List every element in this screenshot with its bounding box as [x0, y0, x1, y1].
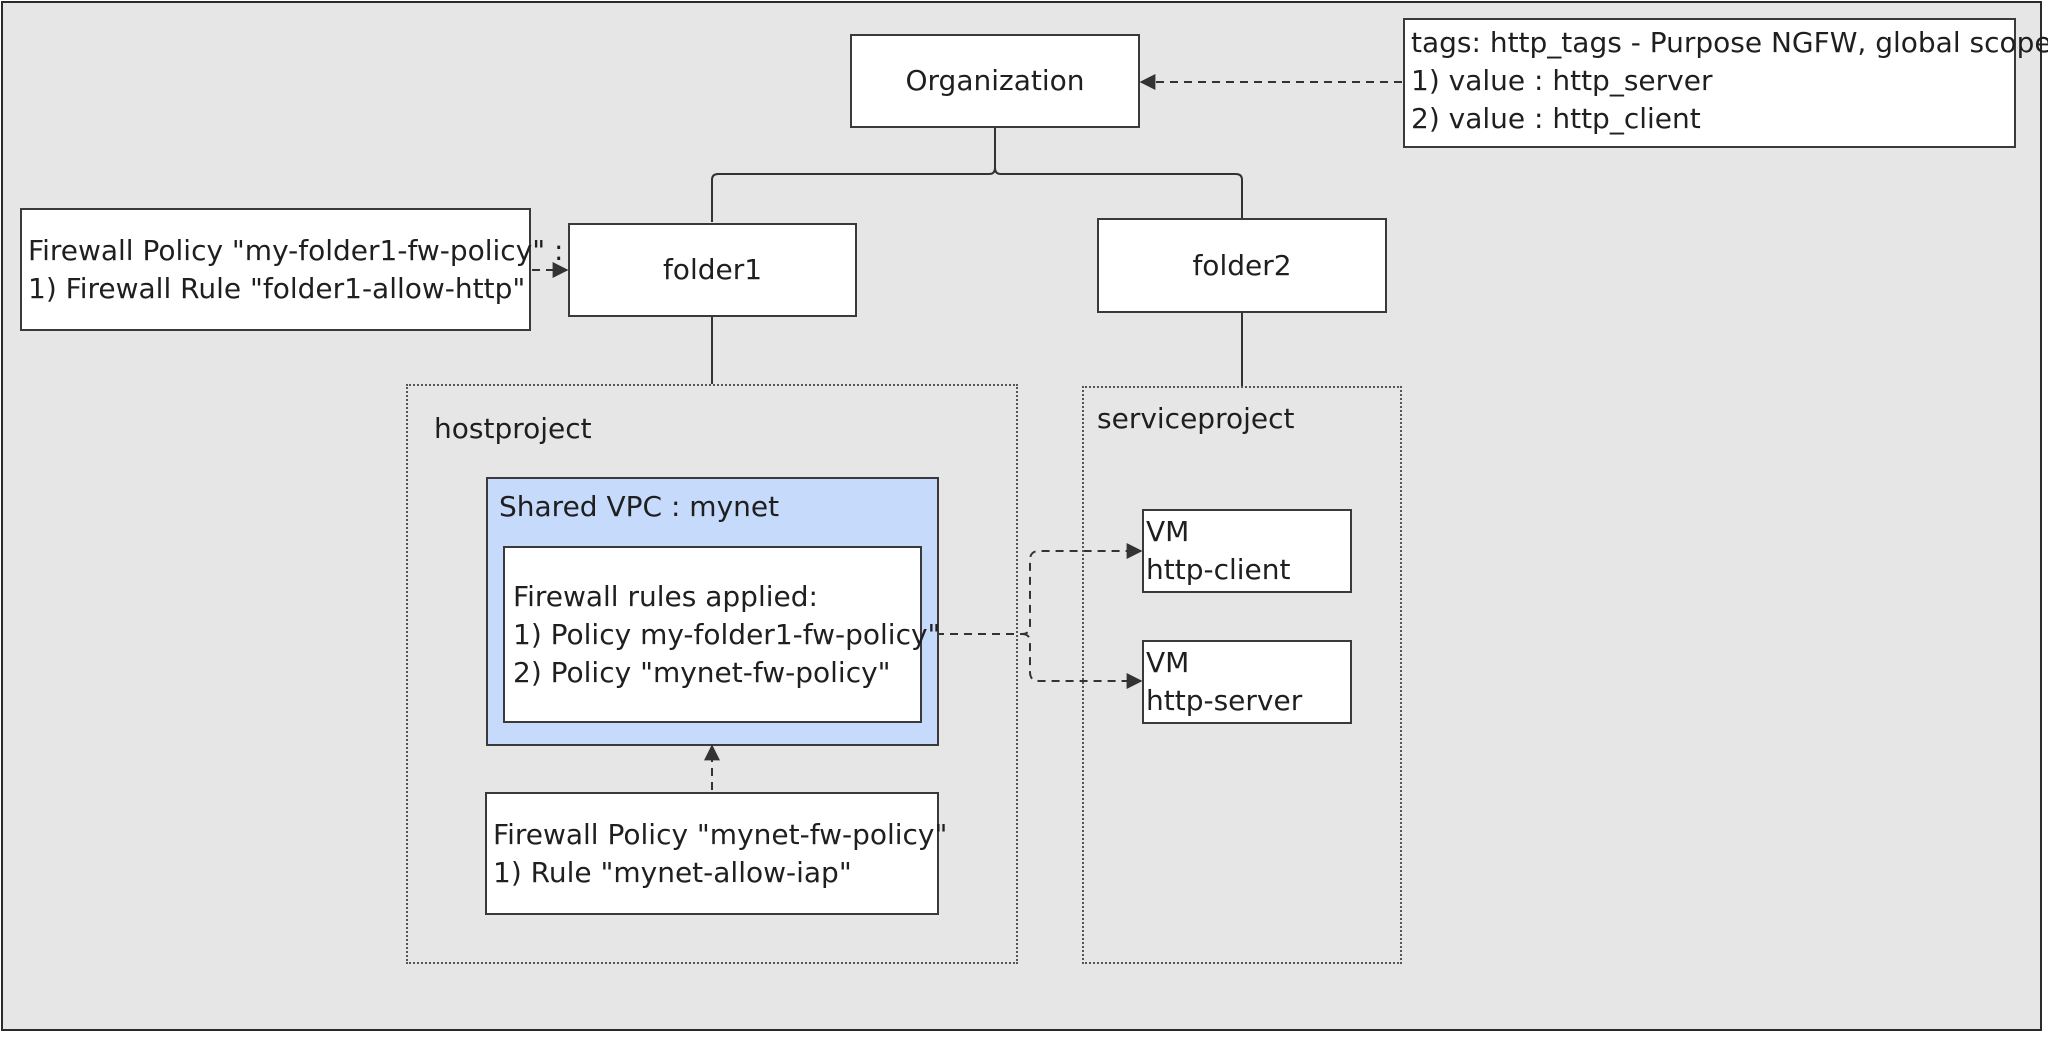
network-policy-line: Firewall Policy "mynet-fw-policy" [493, 818, 948, 851]
org-to-folders-connector [711, 127, 996, 222]
hostproject-label: hostproject [434, 412, 592, 445]
rules-line: Firewall rules applied: [513, 580, 818, 613]
rules-to-vm-server-arrow [1021, 633, 1143, 689]
network-policy-note: Firewall Policy "mynet-fw-policy" 1) Rul… [485, 792, 948, 915]
network-policy-line: 1) Rule "mynet-allow-iap" [493, 856, 852, 889]
folder1-policy-note: Firewall Policy "my-folder1-fw-policy" :… [20, 208, 564, 331]
vm-name-label: http-client [1146, 553, 1291, 586]
organization-node: Organization [850, 34, 1140, 128]
vm-name-label: http-server [1146, 684, 1303, 717]
firewall-rules-box: Firewall rules applied: 1) Policy my-fol… [503, 546, 941, 723]
folder2-label: folder2 [1192, 248, 1292, 282]
shared-vpc-label: Shared VPC : mynet [499, 490, 780, 523]
vm-http-client-node: VM http-client [1142, 509, 1352, 593]
tags-note-line: tags: http_tags - Purpose NGFW, global s… [1411, 26, 2048, 59]
hostproject-group [406, 384, 1018, 964]
rules-line: 2) Policy "mynet-fw-policy" [513, 656, 891, 689]
vm-type-label: VM [1146, 515, 1190, 548]
folder1-policy-line: Firewall Policy "my-folder1-fw-policy" : [28, 234, 564, 267]
serviceproject-label: serviceproject [1097, 402, 1295, 435]
organization-label: Organization [905, 64, 1085, 97]
vm-http-server-node: VM http-server [1142, 640, 1352, 724]
vm-type-label: VM [1146, 646, 1190, 679]
tags-note: tags: http_tags - Purpose NGFW, global s… [1403, 18, 2048, 148]
folder1-label: folder1 [662, 253, 763, 286]
folder1-node: folder1 [568, 223, 857, 317]
tags-note-line: 2) value : http_client [1411, 102, 1701, 135]
folder2-node: folder2 [1097, 218, 1387, 313]
serviceproject-group [1082, 386, 1402, 964]
rules-line: 1) Policy my-folder1-fw-policy" [513, 618, 941, 651]
folder1-policy-line: 1) Firewall Rule "folder1-allow-http" [28, 272, 526, 305]
org-to-folder2-connector [994, 167, 1243, 218]
tags-note-line: 1) value : http_server [1411, 64, 1713, 97]
